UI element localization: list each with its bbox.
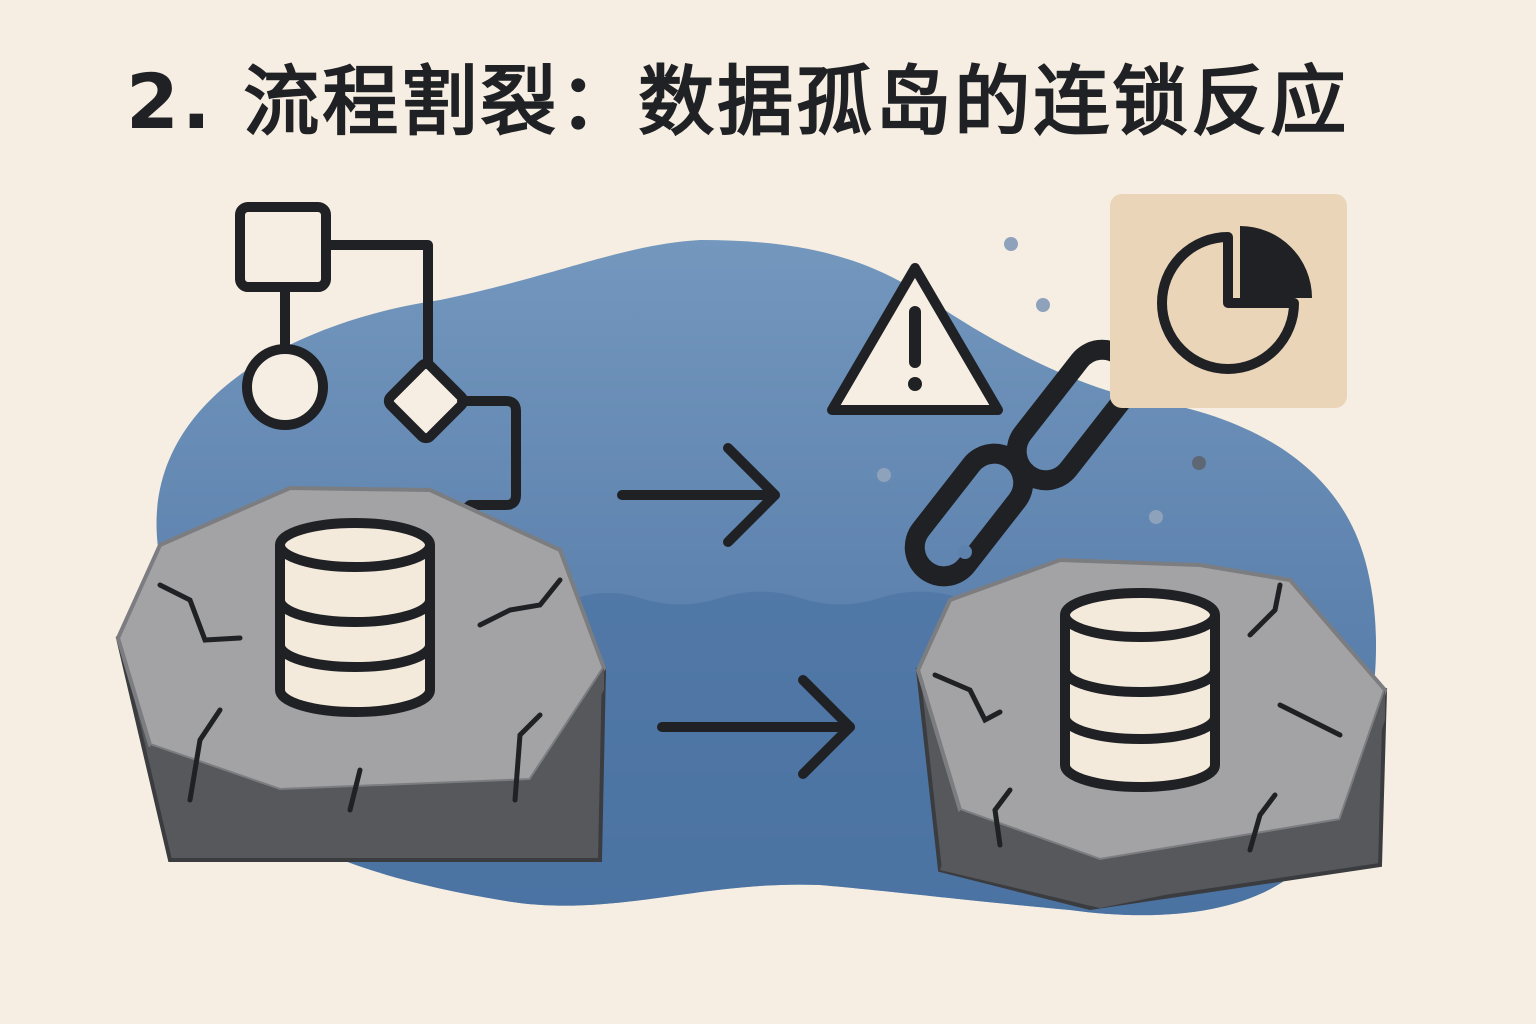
warning-icon (827, 263, 1003, 415)
page-title: 2. 流程割裂：数据孤岛的连锁反应 (126, 57, 1350, 146)
pie-chart-icon (1157, 226, 1312, 374)
arrow-right-icon (617, 443, 780, 547)
flowchart-icon (235, 202, 521, 527)
pie-chart-card (1110, 194, 1347, 408)
database-icon (275, 518, 435, 717)
particles (877, 237, 1206, 524)
arrow-right-icon (657, 675, 855, 779)
database-icon (1060, 588, 1220, 792)
spark-dot (958, 545, 972, 559)
